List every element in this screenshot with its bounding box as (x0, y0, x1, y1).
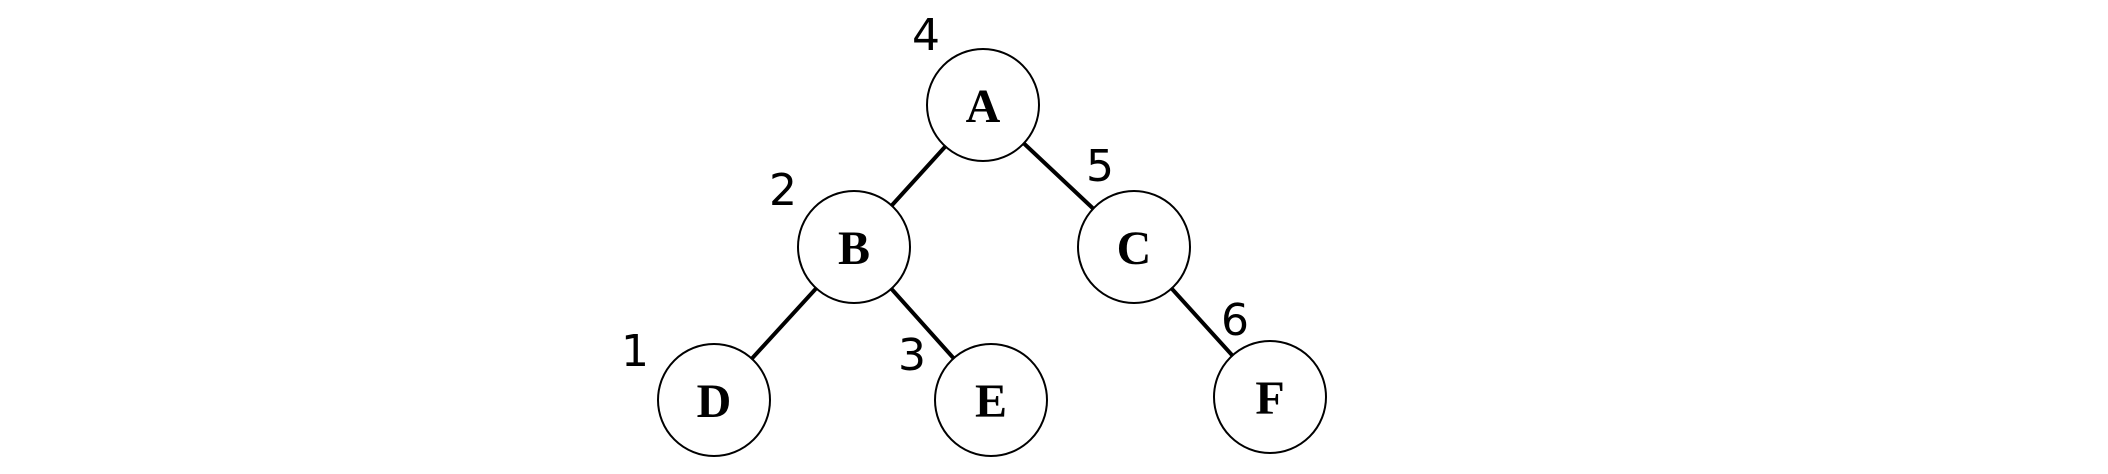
order-label-c: 5 (1086, 141, 1114, 192)
tree-node-a: A (926, 48, 1040, 162)
order-label-b: 2 (769, 165, 797, 216)
node-d-label: D (697, 375, 732, 428)
node-d-circle (657, 343, 771, 457)
tree-node-d: D (657, 343, 771, 457)
order-label-f: 6 (1221, 295, 1249, 346)
node-b-circle (797, 190, 911, 304)
tree-node-f: F (1213, 340, 1327, 454)
node-b-label: B (838, 222, 870, 275)
tree-node-b: B (797, 190, 911, 304)
node-a-label: A (966, 80, 1001, 133)
node-e-label: E (975, 375, 1007, 428)
node-a-circle (926, 48, 1040, 162)
tree-node-e: E (934, 343, 1048, 457)
node-e-circle (934, 343, 1048, 457)
node-c-label: C (1117, 222, 1152, 275)
node-f-circle (1213, 340, 1327, 454)
node-f-label: F (1255, 372, 1284, 425)
node-c-circle (1077, 190, 1191, 304)
order-label-d: 1 (621, 326, 649, 377)
order-label-e: 3 (898, 330, 926, 381)
order-label-a: 4 (912, 10, 940, 61)
tree-node-c: C (1077, 190, 1191, 304)
